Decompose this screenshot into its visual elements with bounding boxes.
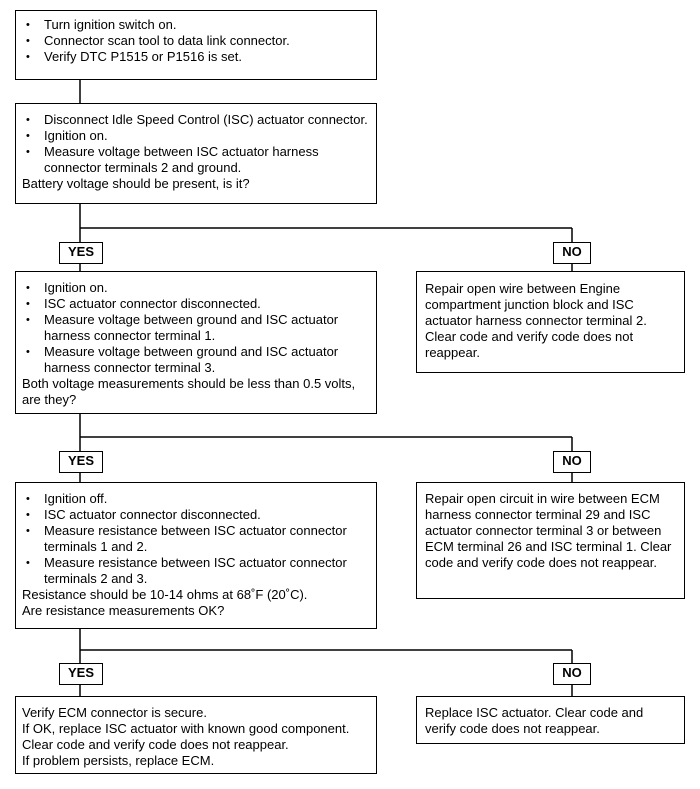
final-yes-line: Verify ECM connector is secure. [22,705,207,720]
step4-list: Ignition off. ISC actuator connector dis… [22,491,370,587]
final-yes-line: If OK, replace ISC actuator with known g… [22,721,350,736]
fix2-box: Repair open circuit in wire between ECM … [416,482,685,599]
step3-item: Ignition on. [22,280,370,296]
step4-item: Measure resistance between ISC actuator … [22,523,370,555]
step2-item: Measure voltage between ISC actuator har… [22,144,370,176]
final-yes-box: Verify ECM connector is secure. If OK, r… [15,696,377,774]
step3-question: Both voltage measurements should be less… [22,376,356,407]
final-no-text: Replace ISC actuator. Clear code and ver… [425,705,644,736]
step4-item: Ignition off. [22,491,370,507]
step1-box: Turn ignition switch on. Connector scan … [15,10,377,80]
step4-box: Ignition off. ISC actuator connector dis… [15,482,377,629]
step4-line: Resistance should be 10-14 ohms at 68˚F … [22,587,308,602]
step1-item: Connector scan tool to data link connect… [22,33,370,49]
step3-item: Measure voltage between ground and ISC a… [22,312,370,344]
step2-question: Battery voltage should be present, is it… [22,176,250,191]
step1-item: Verify DTC P1515 or P1516 is set. [22,49,370,65]
fix1-text: Repair open wire between Engine compartm… [425,281,647,360]
step4-item: ISC actuator connector disconnected. [22,507,370,523]
final-yes-line: If problem persists, replace ECM. [22,753,215,768]
final-no-box: Replace ISC actuator. Clear code and ver… [416,696,685,744]
step3-list: Ignition on. ISC actuator connector disc… [22,280,370,376]
yes-label: YES [59,663,103,685]
step3-box: Ignition on. ISC actuator connector disc… [15,271,377,414]
step3-item: ISC actuator connector disconnected. [22,296,370,312]
fix2-text: Repair open circuit in wire between ECM … [425,491,672,570]
step2-item: Ignition on. [22,128,370,144]
no-label: NO [553,663,591,685]
step2-list: Disconnect Idle Speed Control (ISC) actu… [22,112,370,176]
no-label: NO [553,242,591,264]
step4-line: Are resistance measurements OK? [22,603,225,618]
step4-item: Measure resistance between ISC actuator … [22,555,370,587]
yes-label: YES [59,451,103,473]
no-label: NO [553,451,591,473]
step3-item: Measure voltage between ground and ISC a… [22,344,370,376]
step2-box: Disconnect Idle Speed Control (ISC) actu… [15,103,377,204]
step1-item: Turn ignition switch on. [22,17,370,33]
final-yes-line: Clear code and verify code does not reap… [22,737,289,752]
yes-label: YES [59,242,103,264]
step1-list: Turn ignition switch on. Connector scan … [22,17,370,65]
step2-item: Disconnect Idle Speed Control (ISC) actu… [22,112,370,128]
fix1-box: Repair open wire between Engine compartm… [416,271,685,373]
